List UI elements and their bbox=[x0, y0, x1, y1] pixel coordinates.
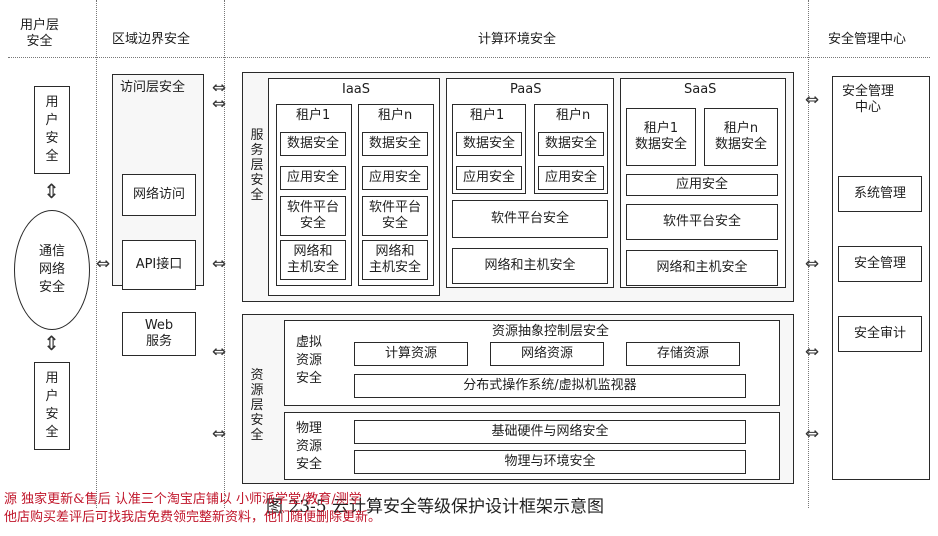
mgmt-center-title: 安全管理 中心 bbox=[842, 84, 895, 115]
access-item-network: 网络访问 bbox=[122, 174, 196, 216]
figure-caption: 图 23-5 云计算安全等级保护设计框架示意图 bbox=[266, 497, 604, 517]
paas-title: PaaS bbox=[510, 82, 542, 97]
user-security-bottom: 用 户 安 全 bbox=[34, 362, 70, 450]
arrow-access-resource-2: ⇔ bbox=[211, 424, 227, 444]
os-hypervisor: 分布式操作系统/虚拟机监视器 bbox=[354, 374, 746, 398]
saas-title: SaaS bbox=[684, 82, 717, 97]
arrow-access-resource-1: ⇔ bbox=[211, 342, 227, 362]
paas-network: 网络和主机安全 bbox=[452, 248, 608, 284]
paas-t1-data: 数据安全 bbox=[456, 132, 522, 156]
header-mgmt: 安全管理中心 bbox=[828, 32, 907, 47]
access-item-api: API接口 bbox=[122, 240, 196, 290]
header-user-layer: 用户层 安全 bbox=[20, 18, 60, 49]
paas-tenantn: 租户n bbox=[556, 108, 591, 123]
paas-t1-app: 应用安全 bbox=[456, 166, 522, 190]
updown-arrow-bottom: ⇕ bbox=[43, 331, 60, 355]
physical-label: 物理 资源 安全 bbox=[296, 421, 323, 472]
user-security-top: 用 户 安 全 bbox=[34, 86, 70, 174]
watermark-line-1: 源 独家更新&售后 认准三个淘宝店铺以 小师派学堂/教育/测学 bbox=[4, 492, 362, 507]
arrow-access-service-2: ⇔ bbox=[211, 94, 227, 114]
iaas-t1-app: 应用安全 bbox=[280, 166, 346, 190]
arrow-resource-mgmt-2: ⇔ bbox=[804, 424, 820, 444]
saas-platform: 软件平台安全 bbox=[626, 204, 778, 240]
header-compute: 计算环境安全 bbox=[478, 32, 557, 47]
security-audit: 安全审计 bbox=[838, 316, 922, 352]
paas-tn-data: 数据安全 bbox=[538, 132, 604, 156]
iaas-t1-platform: 软件平台 安全 bbox=[280, 196, 346, 236]
arrow-access-service-3: ⇔ bbox=[211, 254, 227, 274]
saas-tenant1-data: 租户1 数据安全 bbox=[626, 108, 696, 166]
arrow-service-mgmt-1: ⇔ bbox=[804, 90, 820, 110]
compute-resource: 计算资源 bbox=[354, 342, 468, 366]
comm-network-security: 通信 网络 安全 bbox=[14, 210, 90, 330]
virtual-label: 虚拟 资源 安全 bbox=[296, 335, 323, 386]
iaas-tn-data: 数据安全 bbox=[362, 132, 428, 156]
paas-platform: 软件平台安全 bbox=[452, 200, 608, 238]
resource-layer-label: 资 源 层 安 全 bbox=[250, 368, 264, 443]
iaas-tn-platform: 软件平台 安全 bbox=[362, 196, 428, 236]
separator-2 bbox=[224, 0, 225, 508]
paas-tn-app: 应用安全 bbox=[538, 166, 604, 190]
separator-3 bbox=[808, 0, 809, 508]
separator-1 bbox=[96, 0, 97, 508]
physical-environment: 物理与环境安全 bbox=[354, 450, 746, 474]
arrow-user-access: ⇔ bbox=[95, 254, 111, 274]
header-boundary: 区域边界安全 bbox=[112, 32, 191, 47]
access-layer-title: 访问层安全 bbox=[120, 80, 186, 95]
access-item-web: Web 服务 bbox=[122, 312, 196, 356]
saas-tenantn-data: 租户n 数据安全 bbox=[704, 108, 778, 166]
storage-resource: 存储资源 bbox=[626, 342, 740, 366]
iaas-tenantn: 租户n bbox=[378, 108, 413, 123]
paas-tenant1: 租户1 bbox=[470, 108, 505, 123]
iaas-t1-data: 数据安全 bbox=[280, 132, 346, 156]
security-management: 安全管理 bbox=[838, 246, 922, 282]
saas-app: 应用安全 bbox=[626, 174, 778, 196]
header-divider bbox=[8, 57, 930, 58]
iaas-tn-app: 应用安全 bbox=[362, 166, 428, 190]
watermark-line-2: 他店购买差评后可找我店免费领完整新资料，他们随便删除更新。 bbox=[4, 510, 382, 525]
system-management: 系统管理 bbox=[838, 176, 922, 212]
network-resource: 网络资源 bbox=[490, 342, 604, 366]
iaas-t1-network: 网络和 主机安全 bbox=[280, 240, 346, 280]
arrow-access-service-1: ⇔ bbox=[211, 78, 227, 98]
arrow-resource-mgmt-1: ⇔ bbox=[804, 342, 820, 362]
virtual-title: 资源抽象控制层安全 bbox=[492, 324, 610, 339]
saas-network: 网络和主机安全 bbox=[626, 250, 778, 286]
iaas-tenant1: 租户1 bbox=[296, 108, 331, 123]
arrow-service-mgmt-2: ⇔ bbox=[804, 254, 820, 274]
iaas-title: IaaS bbox=[342, 82, 371, 97]
updown-arrow-top: ⇕ bbox=[43, 179, 60, 203]
base-hardware: 基础硬件与网络安全 bbox=[354, 420, 746, 444]
service-layer-label: 服 务 层 安 全 bbox=[250, 128, 264, 203]
iaas-tn-network: 网络和 主机安全 bbox=[362, 240, 428, 280]
